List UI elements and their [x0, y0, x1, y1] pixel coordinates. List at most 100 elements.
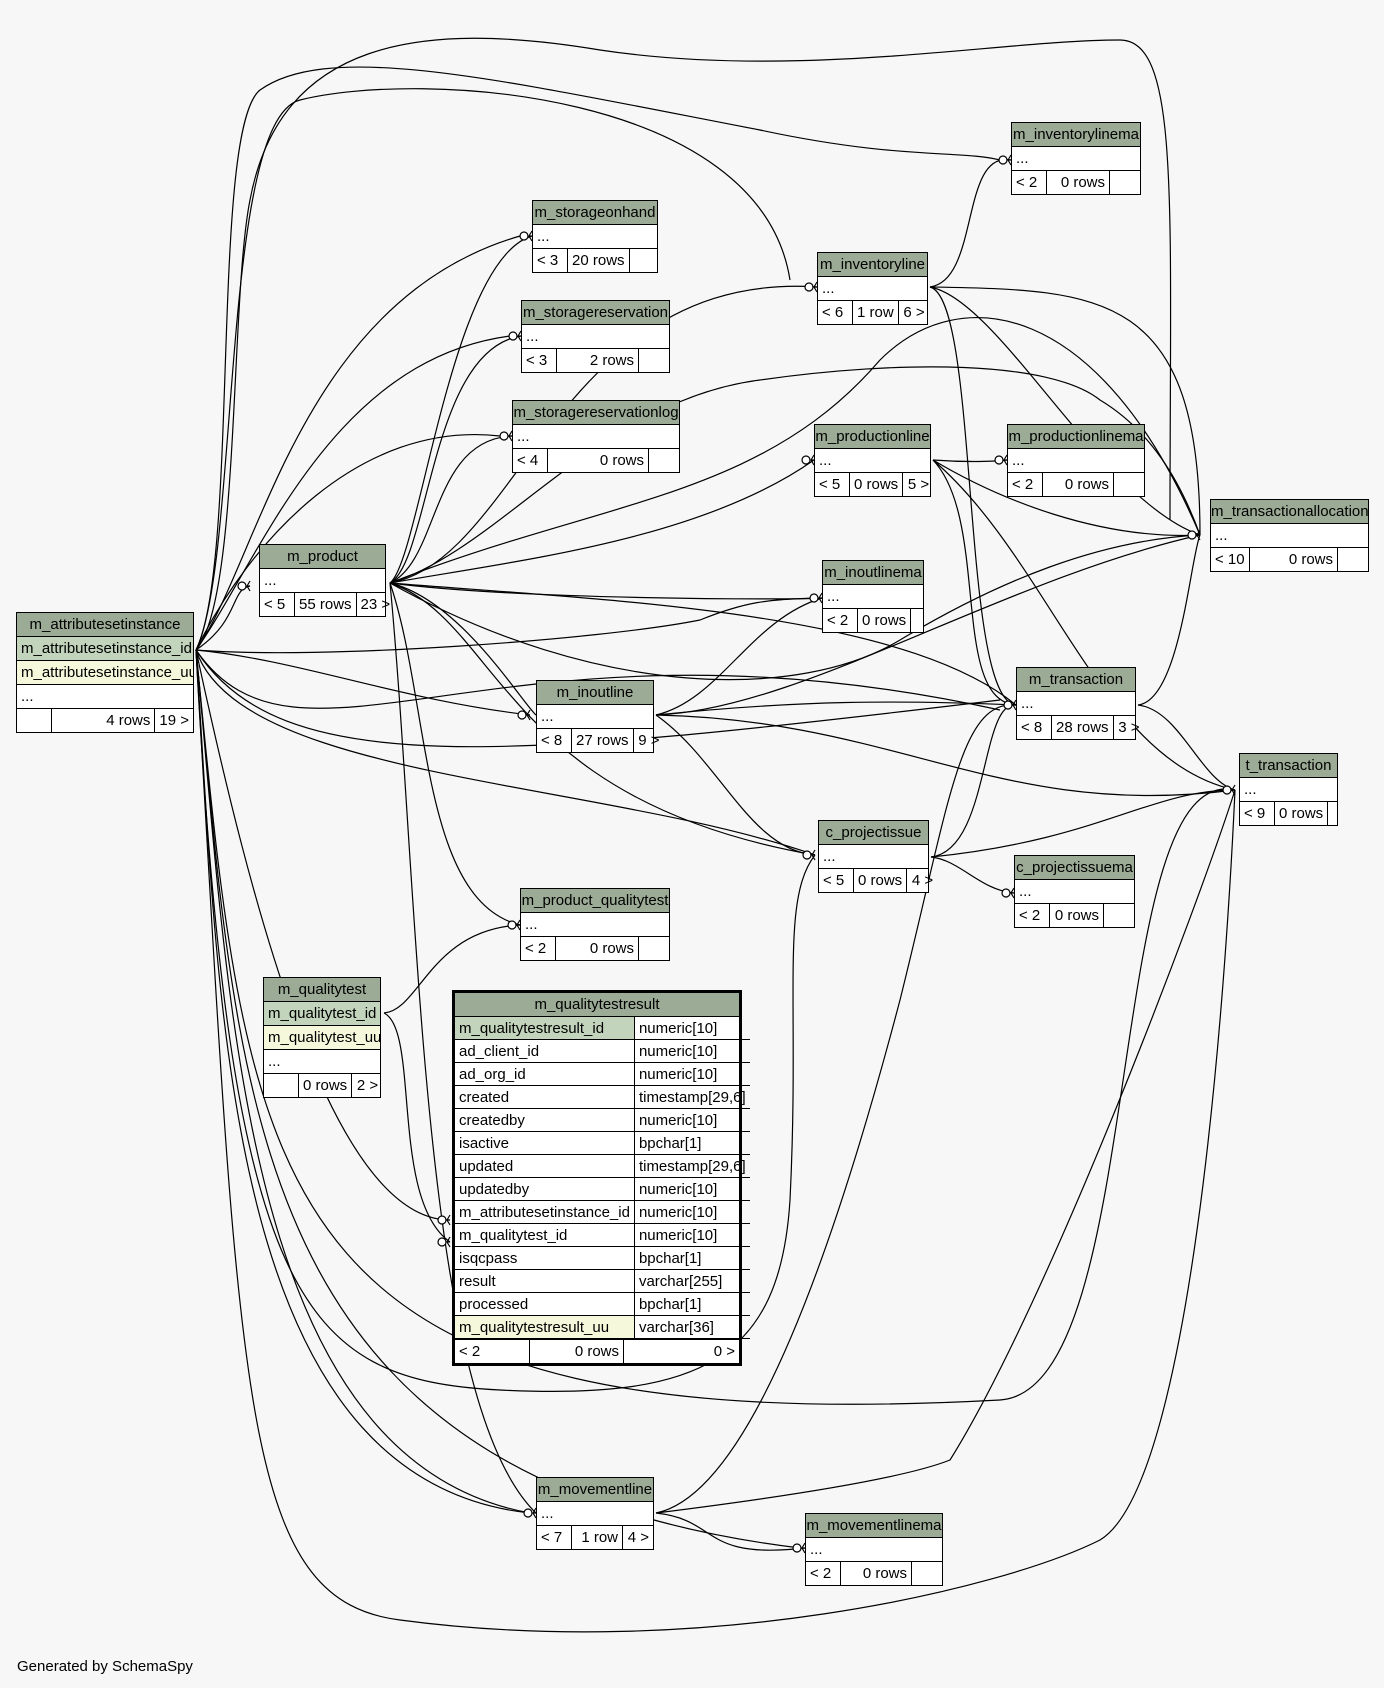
table-m_storagereservation[interactable]: m_storagereservation... < 3 2 rows — [521, 300, 670, 373]
table-title[interactable]: m_attributesetinstance — [17, 613, 193, 637]
table-m_movementline[interactable]: m_movementline... < 7 1 row 4 > — [536, 1477, 654, 1550]
relationship-endpoint-marker — [792, 1543, 802, 1553]
child-count[interactable]: 6 > — [903, 304, 925, 321]
child-count[interactable] — [639, 349, 669, 372]
table-title[interactable]: m_productionline — [815, 425, 930, 449]
child-count[interactable]: 4 > — [911, 872, 934, 889]
child-count[interactable] — [1114, 473, 1144, 496]
child-count[interactable] — [649, 449, 679, 472]
parent-count[interactable]: < 3 — [522, 349, 557, 372]
parent-count[interactable] — [17, 709, 52, 732]
table-title[interactable]: m_inoutlinema — [823, 561, 923, 585]
child-count[interactable] — [911, 609, 941, 632]
table-m_attributesetinstance[interactable]: m_attributesetinstance m_attributesetinst… — [16, 612, 194, 733]
child-count[interactable]: 23 > — [360, 596, 391, 613]
table-footer: < 2 0 rows — [823, 609, 923, 632]
table-m_product_qualitytest[interactable]: m_product_qualitytest... < 2 0 rows — [520, 888, 670, 961]
table-footer: < 5 0 rows 4 > — [819, 869, 933, 892]
table-m_storagereservationlog[interactable]: m_storagereservationlog... < 4 0 rows — [512, 400, 680, 473]
table-title[interactable]: m_movementline — [537, 1478, 653, 1502]
child-count[interactable]: 2 > — [356, 1077, 379, 1094]
table-title[interactable]: m_storageonhand — [533, 201, 657, 225]
table-c_projectissue[interactable]: c_projectissue... < 5 0 rows 4 > — [818, 820, 933, 893]
parent-count[interactable] — [264, 1074, 299, 1097]
parent-count[interactable]: < 2 — [823, 609, 858, 632]
table-title[interactable]: m_inventorylinema — [1012, 123, 1140, 147]
child-count[interactable] — [630, 249, 660, 272]
table-footer: < 9 0 rows — [1240, 802, 1337, 825]
parent-count[interactable]: < 5 — [260, 593, 295, 616]
table-m_inventoryline[interactable]: m_inventoryline... < 6 1 row 6 > — [817, 252, 928, 325]
table-m_inventorylinema[interactable]: m_inventorylinema... < 2 0 rows — [1011, 122, 1141, 195]
table-title[interactable]: m_inoutline — [537, 681, 653, 705]
row-count: 0 rows — [530, 1340, 624, 1363]
parent-count[interactable]: < 4 — [513, 449, 548, 472]
parent-count[interactable]: < 8 — [537, 729, 572, 752]
child-count[interactable]: 5 > — [907, 476, 930, 493]
table-footer: < 3 20 rows — [533, 249, 657, 272]
parent-count[interactable]: < 2 — [521, 937, 556, 960]
table-title[interactable]: m_transactionallocation — [1211, 500, 1369, 524]
child-count[interactable] — [912, 1562, 942, 1585]
row-count: 1 row — [853, 301, 899, 324]
column-name: isqcpass — [455, 1246, 635, 1270]
table-title[interactable]: t_transaction — [1240, 754, 1337, 778]
child-count[interactable] — [1104, 904, 1134, 927]
table-title[interactable]: m_movementlinema — [806, 1514, 942, 1538]
more-columns-row: ... — [533, 225, 657, 249]
parent-count[interactable]: < 2 — [1012, 171, 1047, 194]
table-m_inoutline[interactable]: m_inoutline... < 8 27 rows 9 > — [536, 680, 660, 753]
child-count[interactable]: 9 > — [638, 732, 660, 749]
crows-foot-marker — [246, 580, 251, 587]
child-count[interactable]: 3 > — [1118, 719, 1140, 736]
parent-count[interactable]: < 5 — [815, 473, 850, 496]
table-title[interactable]: m_storagereservationlog — [513, 401, 679, 425]
parent-count[interactable]: < 9 — [1240, 802, 1275, 825]
parent-count[interactable]: < 8 — [1017, 716, 1052, 739]
parent-count[interactable]: < 3 — [533, 249, 568, 272]
table-m_inoutlinema[interactable]: m_inoutlinema... < 2 0 rows — [822, 560, 924, 633]
row-count: 1 row — [572, 1526, 623, 1549]
parent-count[interactable]: < 2 — [806, 1562, 841, 1585]
table-footer: 0 rows 2 > — [264, 1074, 380, 1097]
table-t_transaction[interactable]: t_transaction... < 9 0 rows — [1239, 753, 1338, 826]
child-count[interactable] — [1110, 171, 1140, 194]
table-m_movementlinema[interactable]: m_movementlinema... < 2 0 rows — [805, 1513, 943, 1586]
table-m_product[interactable]: m_product... < 5 55 rows 23 > — [259, 544, 391, 617]
table-title[interactable]: m_qualitytest — [264, 978, 380, 1002]
table-m_qualitytestresult[interactable]: m_qualitytestresult m_qualitytestresult_… — [452, 990, 750, 1366]
table-title[interactable]: m_productionlinema — [1008, 425, 1144, 449]
table-c_projectissuema[interactable]: c_projectissuema... < 2 0 rows — [1014, 855, 1135, 928]
relationship-line — [929, 286, 1017, 706]
parent-count[interactable]: < 2 — [1008, 473, 1043, 496]
parent-count[interactable]: < 7 — [537, 1526, 572, 1549]
child-count[interactable]: 0 > — [713, 1343, 735, 1360]
child-count[interactable] — [639, 937, 669, 960]
parent-count[interactable]: < 2 — [455, 1340, 530, 1363]
child-count[interactable]: 19 > — [159, 712, 189, 729]
parent-count[interactable]: < 10 — [1211, 548, 1250, 571]
table-m_transactionallocation[interactable]: m_transactionallocation... < 10 0 rows — [1210, 499, 1369, 572]
parent-count[interactable]: < 6 — [818, 301, 853, 324]
more-columns-row: ... — [260, 569, 385, 593]
unique-column: m_attributesetinstance_uu — [17, 661, 193, 685]
table-title[interactable]: m_storagereservation — [522, 301, 669, 325]
parent-count[interactable]: < 2 — [1015, 904, 1050, 927]
table-m_productionline[interactable]: m_productionline... < 5 0 rows 5 > — [814, 424, 931, 497]
table-m_storageonhand[interactable]: m_storageonhand... < 3 20 rows — [532, 200, 658, 273]
table-m_transaction[interactable]: m_transaction... < 8 28 rows 3 > — [1016, 667, 1140, 740]
table-m_productionlinema[interactable]: m_productionlinema... < 2 0 rows — [1007, 424, 1145, 497]
child-count[interactable] — [1338, 548, 1368, 571]
table-title[interactable]: m_inventoryline — [818, 253, 927, 277]
table-title[interactable]: m_product_qualitytest — [521, 889, 669, 913]
table-title[interactable]: m_product — [260, 545, 385, 569]
table-title[interactable]: c_projectissue — [819, 821, 928, 845]
row-count: 0 rows — [850, 473, 904, 496]
table-title[interactable]: c_projectissuema — [1015, 856, 1134, 880]
child-count[interactable] — [1328, 802, 1358, 825]
child-count[interactable]: 4 > — [627, 1529, 649, 1546]
parent-count[interactable]: < 5 — [819, 869, 854, 892]
table-title[interactable]: m_transaction — [1017, 668, 1135, 692]
